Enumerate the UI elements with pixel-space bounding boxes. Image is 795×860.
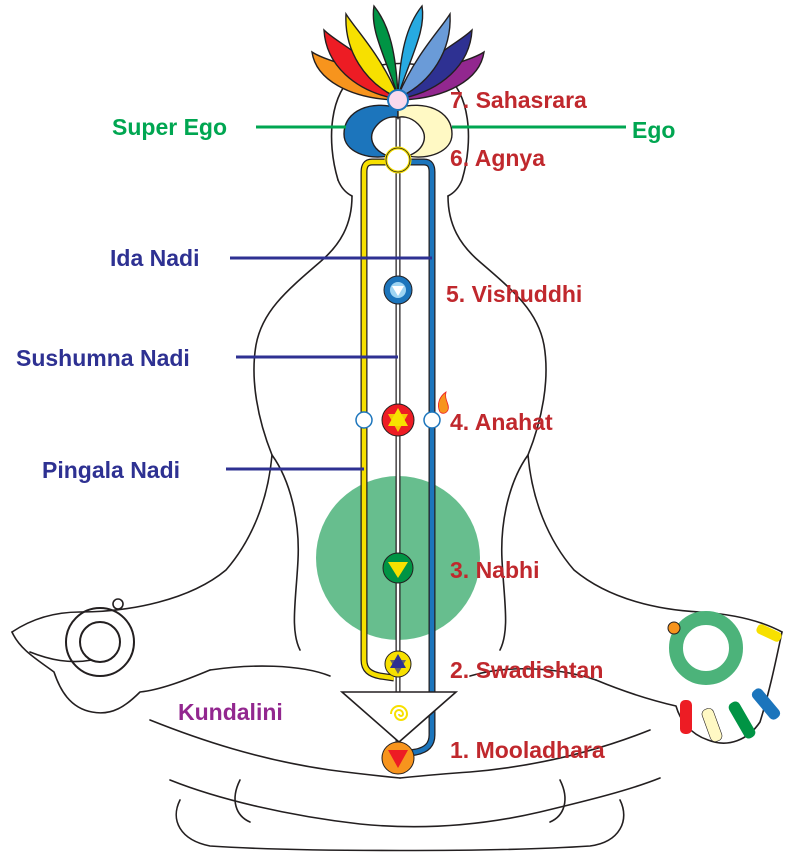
kundalini-label: Kundalini bbox=[178, 699, 283, 725]
swadishtan-label: 2. Swadishtan bbox=[450, 657, 603, 683]
nabhi-label: 3. Nabhi bbox=[450, 557, 539, 583]
kundalini-triangle bbox=[342, 692, 456, 742]
swadishtan-chakra bbox=[385, 651, 411, 677]
mooladhara-label: 1. Mooladhara bbox=[450, 737, 605, 763]
mooladhara-chakra bbox=[382, 742, 414, 774]
agnya-chakra bbox=[386, 148, 410, 172]
anahat-label: 4. Anahat bbox=[450, 409, 553, 435]
agnya-label: 6. Agnya bbox=[450, 145, 545, 171]
right-heart-point bbox=[424, 412, 440, 428]
flame-icon bbox=[438, 392, 448, 413]
vishuddhi-label: 5. Vishuddhi bbox=[446, 281, 582, 307]
super-ego-label: Super Ego bbox=[112, 114, 227, 140]
left-heart-point bbox=[356, 412, 372, 428]
pingala-nadi-label: Pingala Nadi bbox=[42, 457, 180, 483]
ego-label: Ego bbox=[632, 117, 675, 143]
sushumna-nadi-label: Sushumna Nadi bbox=[16, 345, 190, 371]
right-hand-symbol bbox=[668, 618, 783, 743]
vishuddhi-chakra bbox=[384, 276, 412, 304]
sahasrara-chakra bbox=[388, 90, 408, 110]
sahasrara-label: 7. Sahasrara bbox=[450, 87, 587, 113]
anahat-chakra bbox=[382, 404, 414, 436]
ida-nadi-label: Ida Nadi bbox=[110, 245, 199, 271]
sahasrara-lotus bbox=[312, 6, 484, 100]
left-hand-symbol bbox=[66, 599, 134, 676]
nabhi-chakra bbox=[383, 553, 413, 583]
